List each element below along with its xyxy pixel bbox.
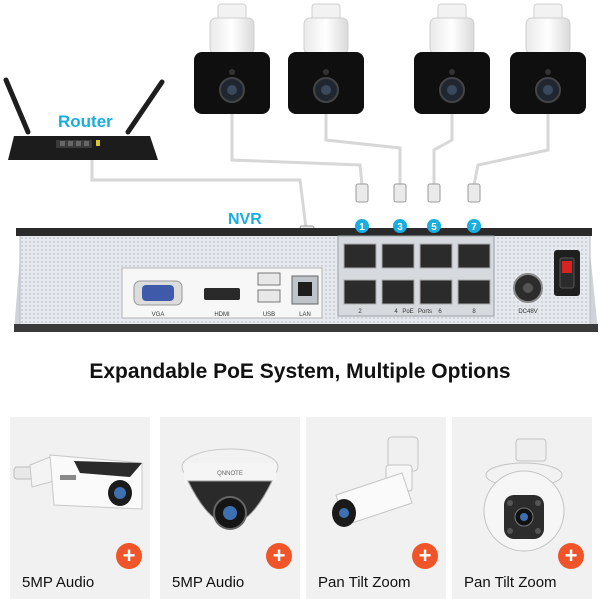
port-badge-7: 7 (471, 222, 477, 233)
headline: Expandable PoE System, Multiple Options (89, 360, 511, 383)
bullet-camera-icon-1 (194, 3, 270, 114)
network-cables (90, 112, 550, 229)
nvr-recorder (14, 228, 598, 332)
bullet-camera-icon-4 (510, 3, 586, 114)
option-tiles: + 5MP Audio QNNOTE + 5MP Audio + Pan Til… (0, 417, 600, 599)
option-3-label: Pan Tilt Zoom (318, 574, 411, 591)
poe-network-diagram: 1 3 5 7 VGA HDMI USB LAN 2 4 PoE Ports 6… (3, 3, 598, 332)
option-1-label: 5MP Audio (22, 574, 95, 591)
vga-label: VGA (152, 312, 165, 318)
option-tile-3[interactable]: + Pan Tilt Zoom (306, 417, 446, 599)
option-2-label: 5MP Audio (172, 574, 245, 591)
router-label: Router (58, 112, 113, 131)
bullet-camera-icon-2 (288, 3, 364, 114)
poe-label: PoE (402, 309, 413, 315)
router-icon (3, 77, 165, 160)
lan-label: LAN (299, 312, 311, 318)
usb-label: USB (263, 312, 275, 318)
pan-tilt-camera-icon (332, 436, 419, 527)
dc-label: DC48V (518, 309, 537, 315)
add-option-1-button[interactable]: + (116, 543, 142, 569)
bullet-camera-icon-3 (414, 3, 490, 114)
option-4-label: Pan Tilt Zoom (464, 574, 557, 591)
hdmi-label: HDMI (214, 312, 230, 318)
svg-text:QNNOTE: QNNOTE (217, 471, 243, 477)
port-badge-5: 5 (431, 222, 437, 233)
port-badges: 1 3 5 7 (355, 219, 481, 233)
bullet-camera-icon (13, 454, 143, 510)
add-option-4-button[interactable]: + (558, 543, 584, 569)
port-number-4: 4 (394, 309, 398, 315)
option-tile-1[interactable]: + 5MP Audio (10, 417, 150, 599)
panel-labels: VGA HDMI USB LAN 2 4 PoE Ports 6 8 DC48V (152, 309, 538, 318)
nvr-label: NVR (228, 211, 262, 228)
port-badge-1: 1 (359, 222, 365, 233)
port-number-2: 2 (358, 309, 362, 315)
add-option-3-button[interactable]: + (412, 543, 438, 569)
option-tile-2[interactable]: QNNOTE + 5MP Audio (160, 417, 300, 599)
port-badge-3: 3 (397, 222, 403, 233)
ports-label: Ports (418, 309, 432, 315)
option-tile-4[interactable]: + Pan Tilt Zoom (452, 417, 592, 599)
port-number-8: 8 (472, 309, 476, 315)
port-number-6: 6 (438, 309, 442, 315)
dome-camera-icon: QNNOTE (181, 448, 279, 530)
diagram-graphic: 1 3 5 7 VGA HDMI USB LAN 2 4 PoE Ports 6… (3, 3, 598, 332)
ptz-dome-camera-icon (483, 438, 565, 552)
add-option-2-button[interactable]: + (266, 543, 292, 569)
